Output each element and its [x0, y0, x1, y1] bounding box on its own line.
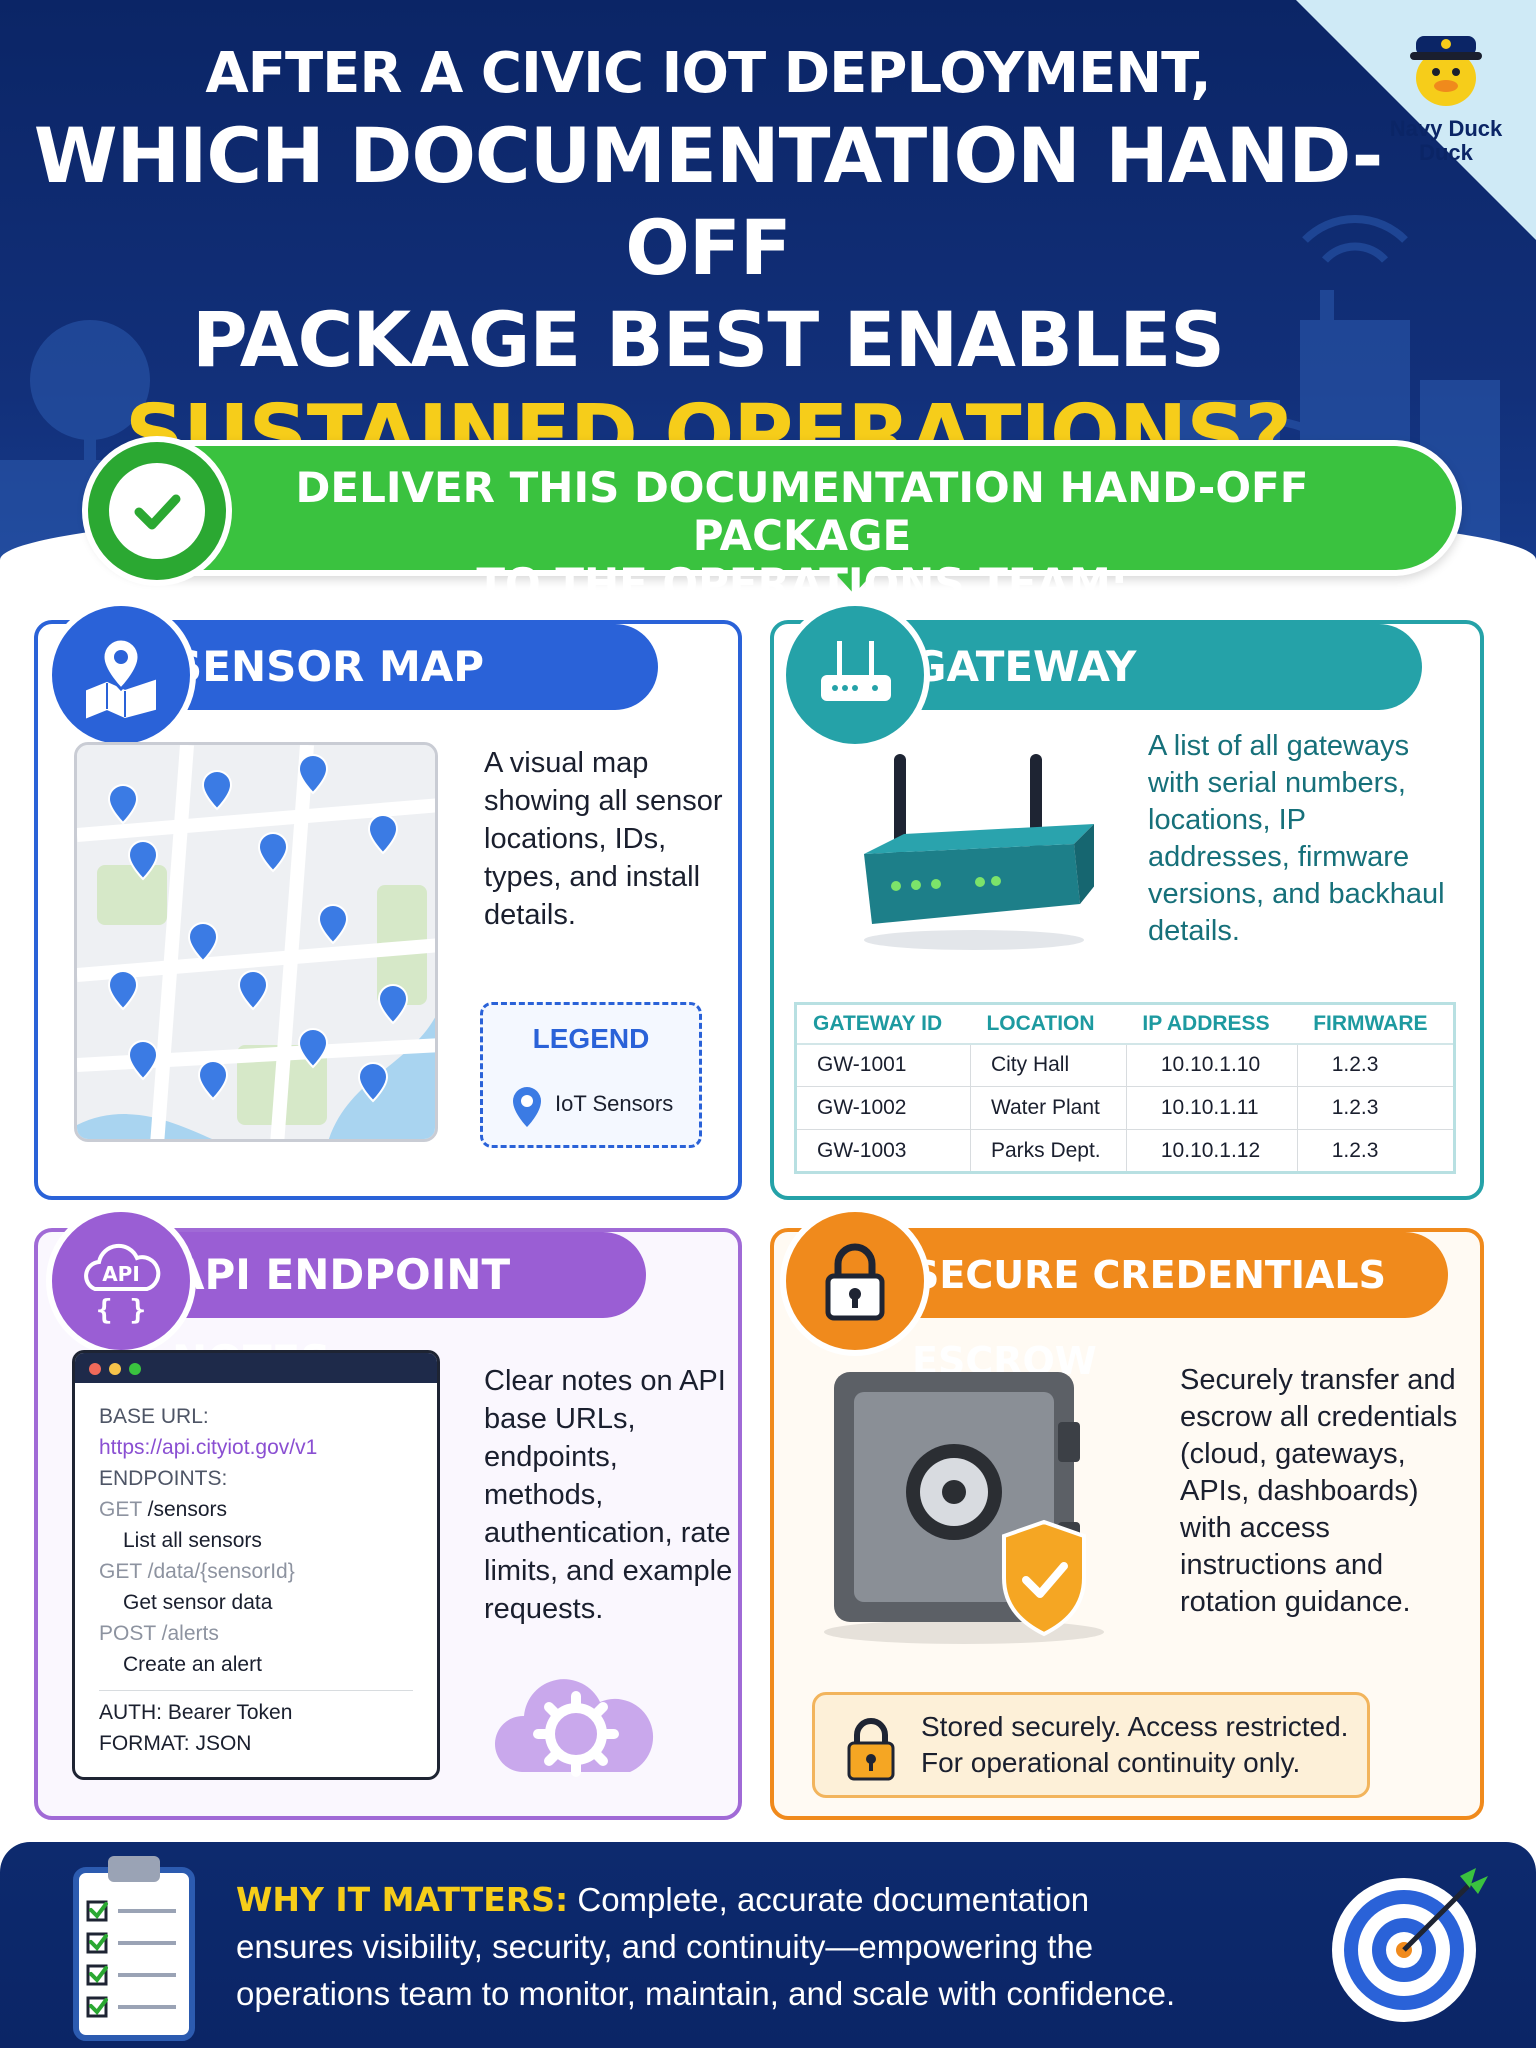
sensor-map-title: SENSOR MAP [158, 624, 658, 710]
endpoint-desc: List all sensors [123, 1529, 262, 1552]
api-cloud-icon: API { } [84, 1243, 161, 1326]
table-row: GW-1001 City Hall 10.10.1.10 1.2.3 [795, 1043, 1455, 1087]
api-notes-window: BASE URL: https://api.cityiot.gov/v1 END… [72, 1350, 440, 1780]
title-line-2: WHICH DOCUMENTATION HAND-OFF [33, 111, 1384, 292]
col-ip-address: IP ADDRESS [1126, 1003, 1298, 1045]
safe-vault-illustration [824, 1372, 1104, 1644]
base-url: https://api.cityiot.gov/v1 [99, 1436, 318, 1459]
banner-line-1: DELIVER THIS DOCUMENTATION HAND-OFF PACK… [295, 463, 1309, 560]
footer-label: WHY IT MATTERS: [236, 1880, 569, 1919]
credentials-description: Securely transfer and escrow all credent… [1180, 1364, 1458, 1618]
map-legend: LEGEND IoT Sensors [480, 1002, 702, 1148]
divider [99, 1690, 413, 1691]
gateway-badge [780, 600, 930, 750]
window-maximize-icon [129, 1363, 141, 1375]
header-corner [1296, 0, 1536, 240]
endpoint-item: GET /sensors [99, 1498, 228, 1521]
window-titlebar [75, 1353, 437, 1383]
format-line: FORMAT: JSON [99, 1732, 252, 1755]
window-close-icon [89, 1363, 101, 1375]
banner-line-2: TO THE OPERATIONS TEAM: [476, 559, 1128, 608]
col-location: LOCATION [970, 1003, 1127, 1045]
table-cell: 1.2.3 [1297, 1086, 1455, 1130]
sensor-map-description: A visual map showing all sensor location… [484, 747, 723, 931]
table-cell: Parks Dept. [970, 1129, 1127, 1173]
padlock-icon [825, 1243, 885, 1321]
table-cell: City Hall [970, 1043, 1127, 1087]
router-illustration [864, 754, 1094, 950]
title-line-3: PACKAGE BEST ENABLES [191, 295, 1225, 384]
endpoint-item: GET /data/{sensorId} [99, 1560, 295, 1583]
map-illustration [77, 745, 435, 1139]
table-cell: Water Plant [970, 1086, 1127, 1130]
table-row: GW-1002 Water Plant 10.10.1.11 1.2.3 [795, 1086, 1455, 1130]
col-firmware: FIRMWARE [1297, 1003, 1455, 1045]
base-url-label: BASE URL: [99, 1405, 209, 1428]
endpoint-item: POST /alerts [99, 1622, 219, 1645]
brand-logo: Navy Duck Duck [1376, 16, 1516, 165]
table-cell: GW-1002 [795, 1086, 971, 1130]
table-cell: 10.10.1.10 [1126, 1043, 1298, 1087]
map-pin-icon [86, 637, 156, 719]
endpoints-label: ENDPOINTS: [99, 1467, 228, 1490]
sensor-map-image [74, 742, 438, 1142]
table-cell: GW-1003 [795, 1129, 971, 1173]
credentials-title: SECURE CREDENTIALS ESCROW [898, 1232, 1448, 1383]
footer-text: WHY IT MATTERS: Complete, accurate docum… [236, 1880, 1176, 2012]
window-minimize-icon [109, 1363, 121, 1375]
banner-text: DELIVER THIS DOCUMENTATION HAND-OFF PACK… [262, 464, 1342, 608]
page-title: AFTER A CIVIC IOT DEPLOYMENT, WHICH DOCU… [0, 38, 1536, 486]
gateway-table: GATEWAY ID LOCATION IP ADDRESS FIRMWARE … [794, 1002, 1456, 1174]
api-icon-braces: { } [96, 1293, 147, 1326]
api-badge: API { } [46, 1206, 196, 1356]
gateway-description: A list of all gateways with serial numbe… [1148, 730, 1445, 947]
table-cell: 10.10.1.11 [1126, 1086, 1298, 1130]
sensor-map-badge [46, 600, 196, 750]
brand-name-line2: Duck [1419, 140, 1473, 165]
map-pin-icon [513, 1087, 541, 1127]
credentials-notice: Stored securely. Access restricted. For … [812, 1692, 1370, 1798]
title-line-1: AFTER A CIVIC IOT DEPLOYMENT, [205, 41, 1211, 106]
endpoint-desc: Create an alert [123, 1653, 262, 1676]
table-cell: GW-1001 [795, 1043, 971, 1087]
table-row: GW-1003 Parks Dept. 10.10.1.12 1.2.3 [795, 1129, 1455, 1173]
credentials-badge [780, 1206, 930, 1356]
notice-text: Stored securely. Access restricted. For … [921, 1711, 1349, 1778]
router-icon [821, 641, 891, 701]
footer: WHY IT MATTERS: Complete, accurate docum… [0, 1842, 1536, 2048]
endpoint-desc: Get sensor data [123, 1591, 273, 1614]
target-icon [1332, 1868, 1488, 2022]
padlock-icon [847, 1718, 895, 1781]
clipboard-checklist-icon [73, 1856, 195, 2041]
answer-banner: DELIVER THIS DOCUMENTATION HAND-OFF PACK… [82, 436, 1462, 608]
duck-mascot-icon [1410, 36, 1482, 106]
gateway-table-header: GATEWAY ID LOCATION IP ADDRESS FIRMWARE [795, 1003, 1455, 1045]
col-gateway-id: GATEWAY ID [795, 1003, 971, 1045]
table-cell: 10.10.1.12 [1126, 1129, 1298, 1173]
table-cell: 1.2.3 [1297, 1129, 1455, 1173]
banner-pointer [832, 570, 876, 594]
cloud-gear-icon [494, 1679, 654, 1777]
gateway-inventory-card: GATEWAY INVENTORY A list of all gateways… [770, 600, 1484, 1200]
auth-line: AUTH: Bearer Token [99, 1701, 293, 1724]
sensor-map-card: SENSOR MAP [34, 600, 742, 1200]
api-endpoint-title: API ENDPOINT NOTES [158, 1232, 646, 1385]
credentials-escrow-card: SECURE CREDENTIALS ESCROW Securely trans… [770, 1206, 1484, 1820]
api-endpoint-card: API ENDPOINT NOTES API { } BASE URL: htt… [34, 1206, 742, 1820]
api-notes-body: BASE URL: https://api.cityiot.gov/v1 END… [75, 1383, 437, 1759]
api-description: Clear notes on API base URLs, endpoints,… [484, 1365, 733, 1625]
gateway-inventory-title: GATEWAY INVENTORY [898, 624, 1422, 777]
table-cell: 1.2.3 [1297, 1043, 1455, 1087]
check-icon [134, 494, 181, 530]
legend-title: LEGEND [532, 1023, 650, 1054]
brand-name-line1: Navy Duck [1389, 116, 1503, 141]
legend-item: IoT Sensors [555, 1091, 674, 1116]
api-icon-label: API [102, 1262, 140, 1286]
banner-check-badge [82, 436, 232, 586]
